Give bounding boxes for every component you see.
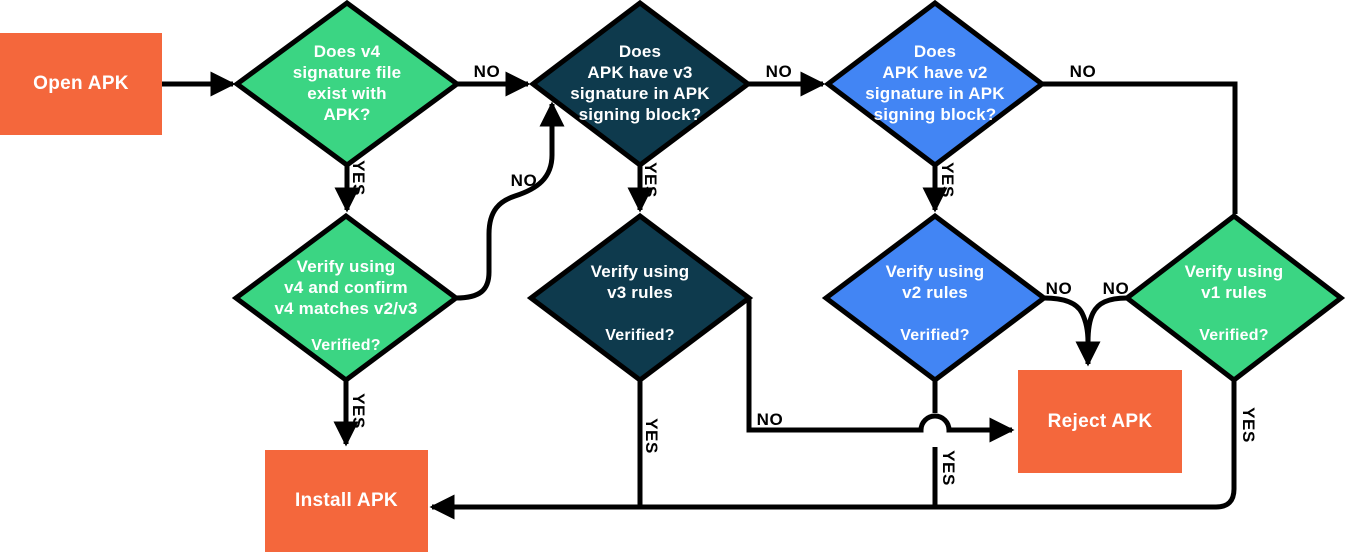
edge-verifyv1-no-to-reject <box>1085 295 1128 343</box>
v4-exists-diamond <box>232 0 462 169</box>
install-apk-box <box>265 450 428 552</box>
v2-in-block-diamond <box>823 0 1047 169</box>
edge-verifyv1-yes-to-install <box>429 380 1237 520</box>
verify-v3-diamond <box>526 212 754 384</box>
verify-v4-diamond <box>231 212 461 384</box>
edge-v2check-no-to-verifyv1 <box>1042 81 1238 214</box>
edge-verifyv3-no-to-reject <box>746 298 1015 443</box>
edge-verifyv2-no-to-reject <box>1043 295 1101 367</box>
open-apk-box <box>0 33 162 135</box>
reject-apk-box <box>1018 370 1182 473</box>
verify-v1-diamond <box>1122 212 1346 384</box>
verify-v2-diamond <box>821 212 1049 384</box>
v3-in-block-diamond <box>528 0 753 169</box>
edge-verifyv4-no-to-v3check <box>455 101 565 301</box>
